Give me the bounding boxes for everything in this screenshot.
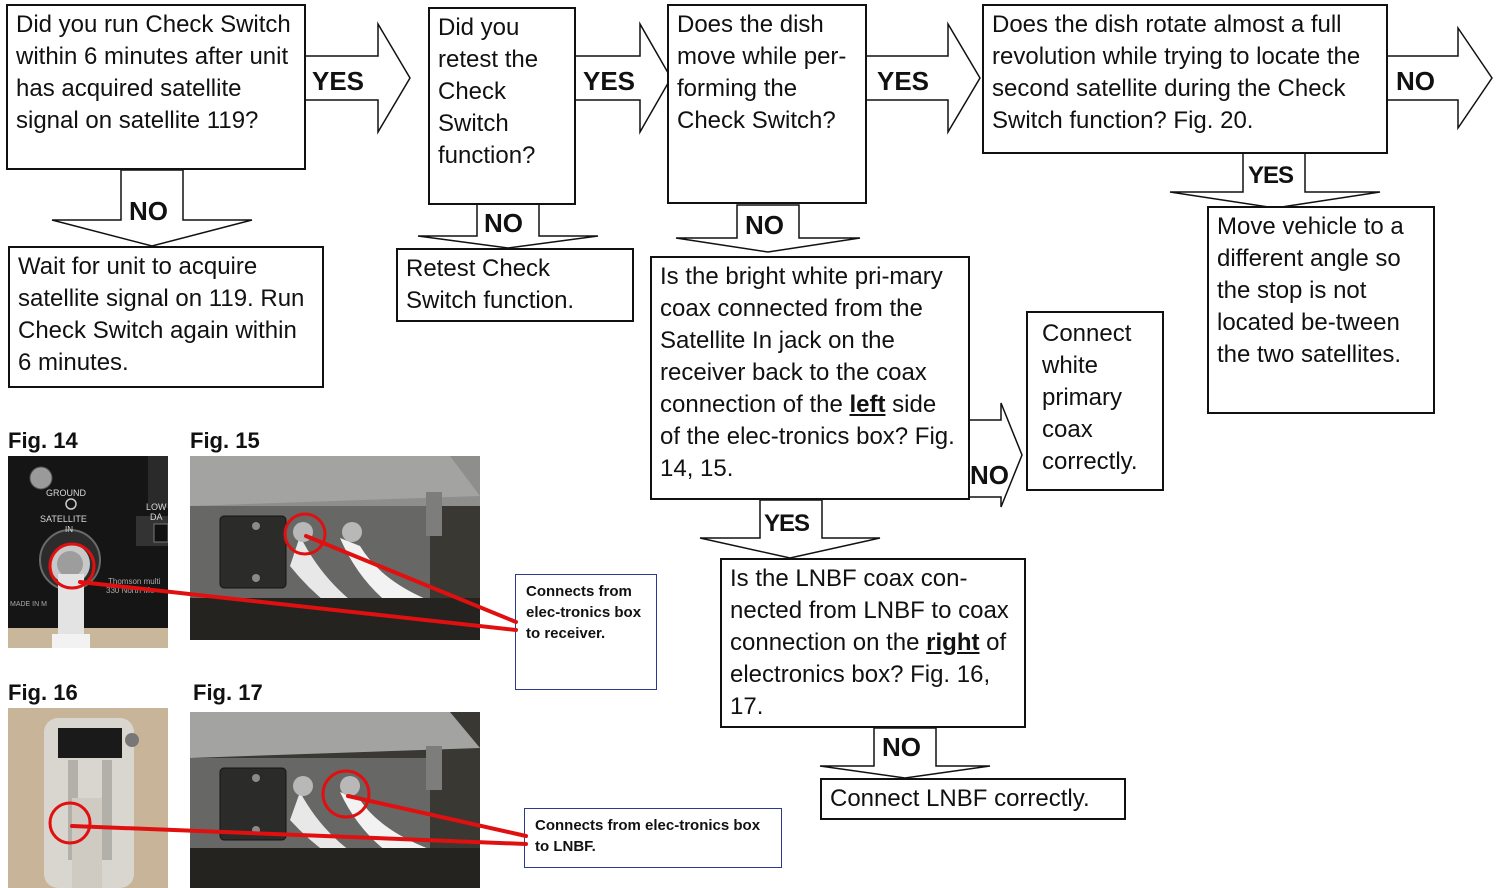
question-box-lnbf-coax: Is the LNBF coax con-nected from LNBF to… <box>720 558 1026 728</box>
fig14-text-made-in: MADE IN M <box>10 601 47 608</box>
figure-label-16: Fig. 16 <box>8 680 78 705</box>
photo-receiver-back-panel: GROUND SATELLITE IN LOW DA Thomson multi… <box>8 456 168 648</box>
arrow-down-yes4 <box>1169 152 1381 209</box>
electronics-box-left-drawing <box>190 456 480 640</box>
photo-electronics-box-right <box>190 712 480 888</box>
q6-text-post: of electronics box? Fig. 16, 17. <box>730 629 1007 720</box>
label-yes-3: YES <box>877 66 930 96</box>
fig14-text-in: IN <box>65 525 73 534</box>
label-yes-1: YES <box>312 66 365 96</box>
figure-label-17: Fig. 17 <box>193 680 263 705</box>
fig14-text-thomson: Thomson multi <box>108 577 161 586</box>
q5-text-post: side of the elec-tronics box? Fig. 14, 1… <box>660 391 955 482</box>
fig14-text-ground: GROUND <box>46 488 86 498</box>
fig14-text-address: 330 North Me <box>106 586 155 595</box>
question-box-primary-coax: Is the bright white pri-mary coax connec… <box>650 256 970 500</box>
callout-receiver-connection: Connects from elec-tronics box to receiv… <box>515 574 657 690</box>
action-box-retest: Retest Check Switch function. <box>396 248 634 322</box>
q5-text-pre: Is the bright white pri-mary coax connec… <box>660 263 943 418</box>
lnbf-arm-drawing <box>8 708 168 888</box>
question-box-check-switch-timing: Did you run Check Switch within 6 minute… <box>6 4 306 170</box>
action-box-connect-lnbf: Connect LNBF correctly. <box>820 778 1126 820</box>
q6-text-pre: Is the LNBF coax con-nected from LNBF to… <box>730 565 1009 656</box>
figure-label-15: Fig. 15 <box>190 428 260 453</box>
label-yes-4: YES <box>1248 162 1294 189</box>
label-yes-5: YES <box>764 510 810 537</box>
label-no-4: NO <box>1396 66 1435 96</box>
arrow-right-no4 <box>1386 25 1493 131</box>
fig14-text-da: DA <box>150 512 163 522</box>
fig14-text-low: LOW <box>146 502 167 512</box>
question-box-full-revolution: Does the dish rotate almost a full revol… <box>982 4 1388 154</box>
arrow-down-no1 <box>51 169 253 247</box>
arrow-right-yes2 <box>574 21 672 135</box>
label-no-2: NO <box>484 208 523 238</box>
action-box-wait: Wait for unit to acquire satellite signa… <box>8 246 324 388</box>
arrow-right-yes1 <box>303 21 411 135</box>
arrow-down-no6 <box>819 727 991 779</box>
fig14-text-satellite: SATELLITE <box>40 514 87 524</box>
q5-emphasis-left: left <box>849 391 886 418</box>
arrow-down-no3 <box>675 204 861 253</box>
photo-lnbf-arm <box>8 708 168 888</box>
label-no-6: NO <box>882 732 921 762</box>
label-yes-2: YES <box>583 66 636 96</box>
label-no-3: NO <box>745 210 784 240</box>
label-no-1: NO <box>129 196 168 226</box>
figure-label-14: Fig. 14 <box>8 428 78 453</box>
arrow-right-no5 <box>967 402 1023 508</box>
electronics-box-right-drawing <box>190 712 480 888</box>
arrow-down-no2 <box>417 202 599 249</box>
question-box-retest: Did you retest the Check Switch function… <box>428 7 576 205</box>
label-no-5: NO <box>970 460 1009 490</box>
arrow-right-yes3 <box>865 21 981 135</box>
question-box-dish-move: Does the dish move while per-forming the… <box>667 4 867 204</box>
action-box-connect-white: Connect white primary coax correctly. <box>1026 311 1164 491</box>
photo-electronics-box-left <box>190 456 480 640</box>
receiver-back-panel-drawing: GROUND SATELLITE IN LOW DA Thomson multi… <box>8 456 168 648</box>
arrow-down-yes5 <box>699 499 881 559</box>
action-box-move-vehicle: Move vehicle to a different angle so the… <box>1207 206 1435 414</box>
q6-emphasis-right: right <box>926 629 980 656</box>
callout-lnbf-connection: Connects from elec-tronics box to LNBF. <box>524 808 782 868</box>
